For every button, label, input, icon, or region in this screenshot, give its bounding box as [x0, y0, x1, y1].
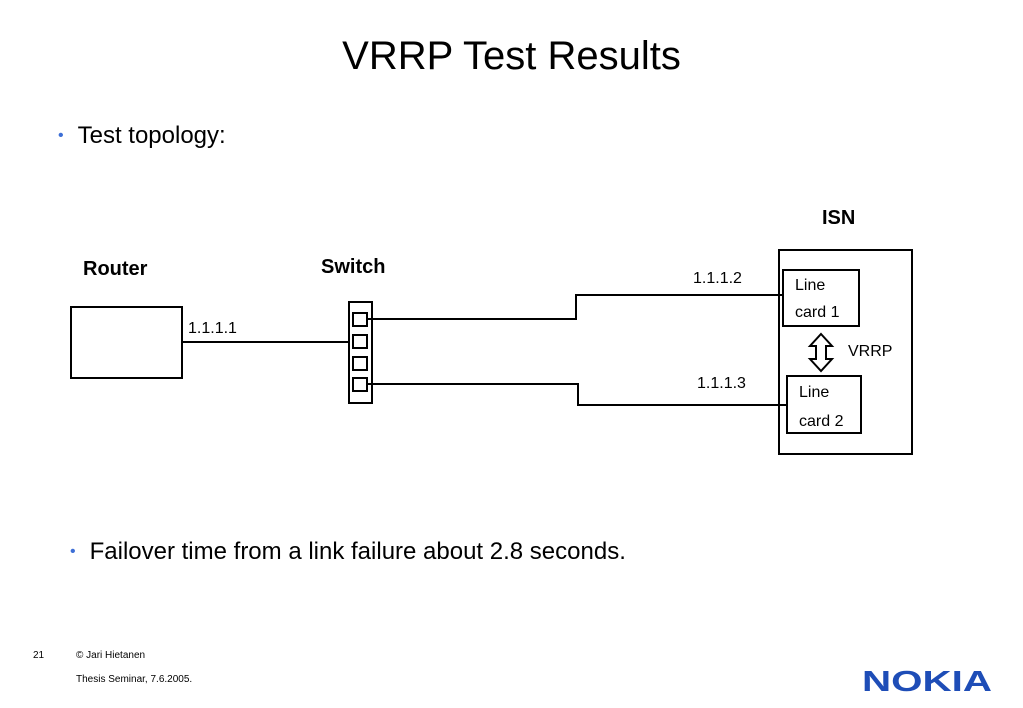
switch-card2-link — [367, 383, 787, 406]
switch-port — [352, 377, 368, 392]
switch-card1-link — [367, 294, 783, 320]
bullet-text: Failover time from a link failure about … — [89, 538, 626, 565]
bullet-failover-time: • Failover time from a link failure about… — [70, 538, 626, 566]
isn-box — [778, 249, 913, 455]
bullet-dot-icon: • — [58, 127, 64, 144]
switch-port — [352, 356, 368, 371]
router-box — [70, 306, 183, 379]
bullet-dot-icon: • — [70, 543, 76, 560]
switch-label: Switch — [321, 256, 385, 278]
copyright-text: © Jari Hietanen — [76, 650, 146, 661]
card2-line2: card 2 — [799, 413, 844, 430]
double-arrow-icon — [807, 332, 835, 373]
slide-title: VRRP Test Results — [342, 34, 681, 78]
router-label: Router — [83, 258, 148, 280]
switch-port — [352, 334, 368, 349]
line-card-1 — [782, 269, 860, 327]
switch-box — [348, 301, 373, 404]
bullet-test-topology: • Test topology: — [58, 122, 226, 150]
event-text: Thesis Seminar, 7.6.2005. — [76, 674, 193, 685]
link-card2-address: 1.1.1.3 — [697, 375, 746, 392]
card1-line2: card 1 — [795, 304, 840, 321]
card2-line1: Line — [799, 384, 829, 401]
bullet-text: Test topology: — [77, 122, 226, 149]
page-number: 21 — [33, 650, 45, 661]
isn-label: ISN — [822, 207, 855, 229]
line-card-2 — [786, 375, 862, 434]
nokia-logo: NOKIA — [862, 668, 992, 694]
card1-line1: Line — [795, 277, 825, 294]
vrrp-label: VRRP — [848, 343, 892, 360]
link-router-address: 1.1.1.1 — [188, 320, 237, 337]
logo-text: NOKIA — [862, 668, 992, 694]
switch-port — [352, 312, 368, 327]
link-card1-address: 1.1.1.2 — [693, 270, 742, 287]
